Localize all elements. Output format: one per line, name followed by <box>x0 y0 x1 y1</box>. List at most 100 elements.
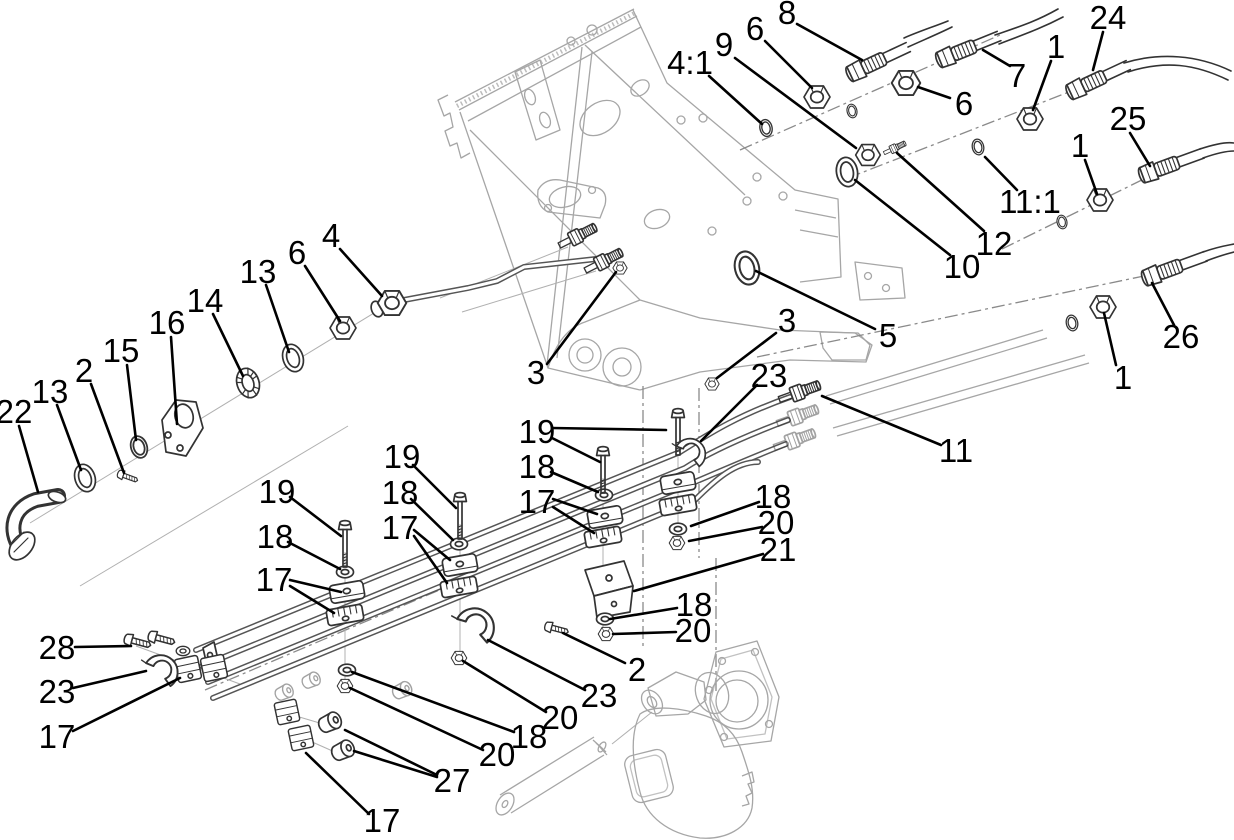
leader-line <box>412 528 452 562</box>
callout-label: 19 <box>519 413 556 450</box>
callout-20: 20 <box>611 612 712 649</box>
leader-line <box>981 48 1012 68</box>
leader-line <box>288 495 343 538</box>
callout-label: 2 <box>628 651 646 688</box>
callout-22: 22 <box>0 393 40 494</box>
small-nut-glyph <box>704 377 720 391</box>
leader-line <box>211 312 245 378</box>
leader-line <box>17 424 40 494</box>
leader-line <box>1128 131 1152 168</box>
leader-line <box>549 470 600 494</box>
leader-line <box>689 500 761 528</box>
leader-line <box>1091 30 1105 72</box>
flat-washer-glyph <box>668 522 688 536</box>
callout-label: 17 <box>364 802 401 839</box>
callout-23: 23 <box>486 638 617 714</box>
callout-19: 19 <box>519 413 668 464</box>
callout-label: 23 <box>39 673 76 710</box>
callout-23: 23 <box>39 669 148 710</box>
clamp-block-glyph <box>273 698 301 726</box>
callout-label: 7 <box>1008 57 1026 94</box>
callout-17: 17 <box>39 676 182 755</box>
leader-line <box>632 552 765 593</box>
leader-line <box>55 403 83 472</box>
hex-nut-glyph <box>803 85 831 109</box>
leader-line <box>1102 311 1118 367</box>
callout-5: 5 <box>754 269 897 354</box>
leader-line <box>486 638 587 692</box>
leader-line <box>303 264 342 323</box>
callout-13: 13 <box>240 253 291 354</box>
callout-17: 17 <box>256 561 343 615</box>
hydraulic-hoses <box>842 8 1234 289</box>
leader-line <box>1031 59 1053 112</box>
callout-label: 18 <box>519 448 556 485</box>
callout-label: 3 <box>527 354 545 391</box>
callout-20: 20 <box>687 504 794 543</box>
callout-17: 17 <box>304 751 401 839</box>
leader-line <box>795 22 864 62</box>
hex-nut-glyph <box>890 69 922 97</box>
leader-line <box>264 283 291 354</box>
callout-4-1: 4:1 <box>667 44 764 126</box>
leader-line <box>895 151 986 233</box>
callout-label: 4:1 <box>667 44 713 81</box>
callout-label: 20 <box>542 699 579 736</box>
callout-label: 1 <box>1047 28 1065 65</box>
leader-line <box>409 497 455 542</box>
callout-label: 18 <box>676 586 713 623</box>
leader-line <box>169 335 179 426</box>
callout-19: 19 <box>384 438 458 510</box>
callout-20: 20 <box>461 659 579 736</box>
leader-line <box>71 669 148 690</box>
clamp-block-glyph <box>287 724 315 752</box>
callout-label: 23 <box>751 357 788 394</box>
callout-label: 20 <box>675 612 712 649</box>
callout-label: 17 <box>519 483 556 520</box>
callout-28: 28 <box>39 629 133 666</box>
callout-18: 18 <box>257 518 342 571</box>
callout-12: 12 <box>895 151 1013 262</box>
callout-1: 1 <box>1031 28 1065 112</box>
callout-label: 6 <box>955 85 973 122</box>
callout-8: 8 <box>778 0 864 62</box>
callout-18: 18 <box>689 478 791 528</box>
callout-17: 17 <box>382 509 452 585</box>
callout-label: 18 <box>257 518 294 555</box>
callout-16: 16 <box>149 304 185 426</box>
callout-2: 2 <box>75 352 126 475</box>
leader-line <box>916 85 952 100</box>
leader-line <box>1150 281 1176 327</box>
callout-10: 10 <box>853 178 980 285</box>
callout-label: 17 <box>382 509 419 546</box>
gearbox-housing <box>495 640 780 839</box>
callout-label: 21 <box>760 531 797 568</box>
leader-line <box>338 247 384 298</box>
leader-line <box>125 363 138 442</box>
flat-washer-glyph <box>337 663 357 677</box>
callout-label: 1 <box>1114 359 1132 396</box>
leader-line <box>707 74 764 126</box>
callout-label: 26 <box>1163 318 1200 355</box>
callout-23: 23 <box>699 357 788 443</box>
leader-line <box>350 670 516 734</box>
leader-line <box>561 631 627 665</box>
callout-label: 12 <box>976 225 1013 262</box>
callout-9: 9 <box>715 26 858 150</box>
callout-label: 19 <box>384 438 421 475</box>
hex-nut-glyph <box>329 316 357 340</box>
callout-label: 22 <box>0 393 32 430</box>
leader-line <box>304 751 371 816</box>
leader-line <box>461 659 548 714</box>
leader-line <box>611 630 678 636</box>
lock-nut-glyph <box>336 678 354 694</box>
callout-18: 18 <box>608 586 713 623</box>
flat-washer-glyph <box>175 645 191 657</box>
lock-nut-glyph <box>597 626 615 642</box>
leader-line <box>715 331 778 380</box>
callout-26: 26 <box>1150 281 1200 355</box>
callout-label: 5 <box>879 317 897 354</box>
leader-line <box>89 382 126 475</box>
leader-line <box>551 505 596 535</box>
